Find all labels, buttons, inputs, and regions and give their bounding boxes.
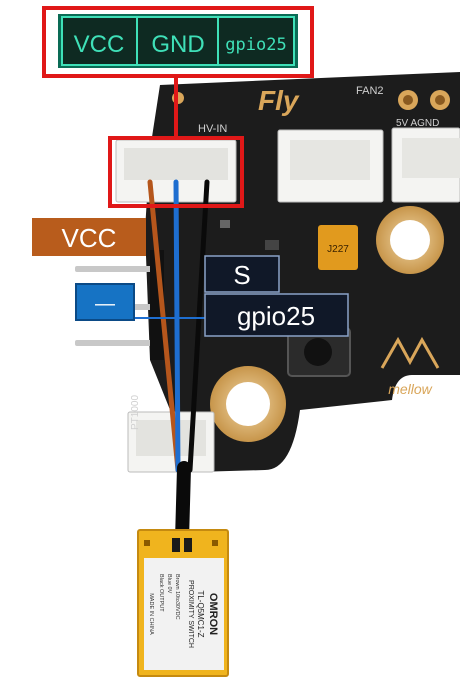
sensor-wires xyxy=(147,179,210,547)
pt-label: PT1000 xyxy=(130,395,141,430)
sensor-model: TL-Q5MC1-Z xyxy=(196,590,205,637)
power-label: 5V AGND xyxy=(396,118,439,129)
sensor-origin: MADE IN CHINA xyxy=(148,593,154,635)
sensor-wiring-1: Brown 10to30VDC xyxy=(174,574,180,620)
sensor-wiring-3: Black OUTPUT xyxy=(158,574,164,612)
proximity-sensor: OMRON TL-Q5MC1-Z PROXIMITY SWITCH Brown … xyxy=(137,529,229,677)
sensor-wiring-2: Blue 0V xyxy=(166,574,172,594)
pin-gnd: GND xyxy=(151,31,204,58)
svg-text:gpio25: gpio25 xyxy=(237,301,315,331)
callout-gpio: gpio25 xyxy=(204,293,349,337)
connector-highlight xyxy=(108,136,244,208)
chip-label: J227 xyxy=(327,244,349,255)
capacitor-j227 xyxy=(318,225,358,270)
hv-label: HV-IN xyxy=(198,123,227,135)
callout-vcc: VCC xyxy=(32,218,146,256)
pin-gpio: gpio25 xyxy=(225,35,286,55)
pin-vcc: VCC xyxy=(74,31,125,58)
mellow-logo: mellow xyxy=(388,381,432,397)
svg-text:—: — xyxy=(95,293,115,315)
pin-legend: VCC GND gpio25 xyxy=(42,6,314,78)
callout-s: S xyxy=(204,255,280,293)
callout-minus: — xyxy=(75,283,135,321)
sensor-type: PROXIMITY SWITCH xyxy=(187,580,194,648)
board-brand: Fly xyxy=(258,85,300,116)
svg-text:VCC: VCC xyxy=(62,223,117,253)
svg-text:S: S xyxy=(233,260,250,290)
pcb-board: J227 Fly FAN2 HV-IN 5V AGND PT1000 mello… xyxy=(75,72,460,473)
fan-label: FAN2 xyxy=(356,85,384,97)
sensor-brand: OMRON xyxy=(207,593,219,635)
